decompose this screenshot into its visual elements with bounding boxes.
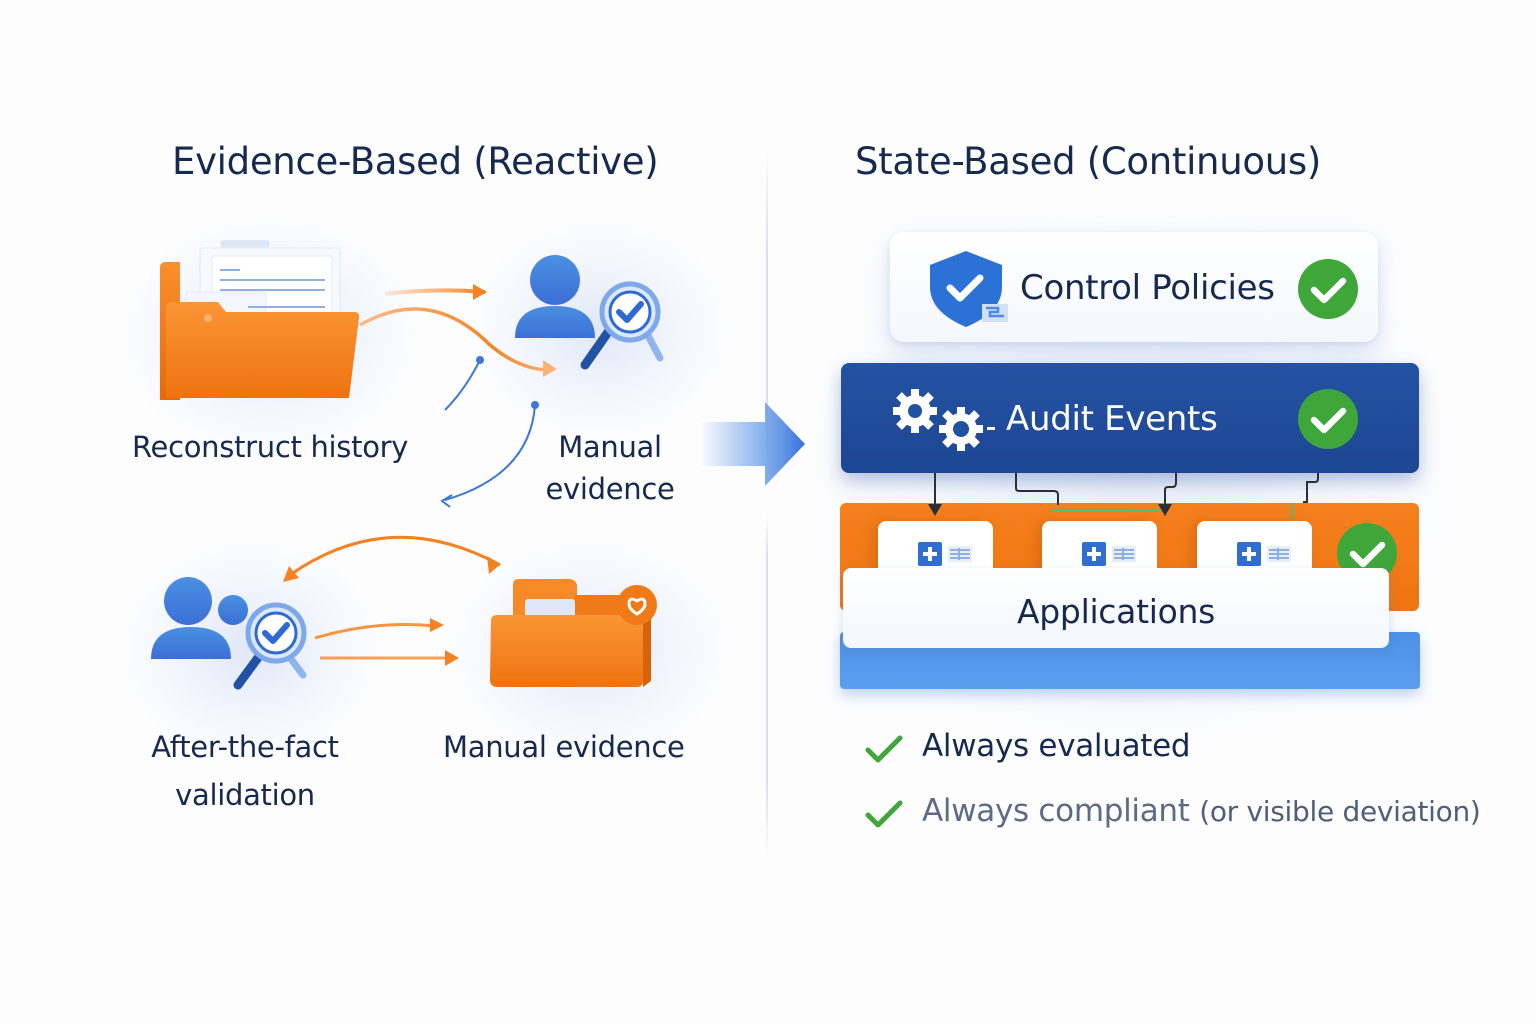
- people-magnifier-check-icon: [151, 577, 307, 690]
- layer-control-policies[interactable]: Control Policies: [890, 232, 1378, 342]
- layer-audit-events[interactable]: Audit Events: [841, 363, 1419, 473]
- glow-bg: [470, 220, 730, 440]
- shield-check-icon: [930, 251, 1008, 327]
- connector-arrows: [928, 473, 1319, 520]
- person-magnifier-check-icon: [515, 255, 664, 370]
- label-manual-evidence-line2: evidence: [545, 472, 675, 506]
- layer-label: Applications: [1017, 592, 1215, 631]
- folder-documents-icon: [160, 240, 360, 400]
- flow-arrows: [359, 284, 557, 377]
- layer-label: Audit Events: [1006, 399, 1218, 439]
- app-window-icon: [918, 542, 972, 566]
- label-after-the-fact-line2: validation: [175, 778, 315, 812]
- bullet-text: Always evaluated: [922, 728, 1191, 764]
- green-check-icon: [1298, 259, 1358, 319]
- bullet-strong: Always compliant: [922, 793, 1190, 829]
- app-window-icon: [1237, 542, 1291, 566]
- folder-heart-badge-icon: [490, 579, 657, 687]
- right-panel-title: State-Based (Continuous): [855, 140, 1321, 183]
- label-reconstruct-history: Reconstruct history: [132, 430, 409, 464]
- green-check-icon: [1298, 389, 1358, 449]
- label-manual-evidence-bottom: Manual evidence: [443, 730, 685, 764]
- layer-applications[interactable]: Applications: [843, 568, 1389, 648]
- panel-divider: [766, 145, 768, 855]
- bullet-qualifier: (or visible deviation): [1199, 795, 1481, 828]
- gears-icon: [893, 389, 995, 451]
- flow-arrows: [440, 356, 539, 508]
- left-panel-title: Evidence-Based (Reactive): [172, 140, 659, 183]
- checkmark-icon: [865, 800, 903, 828]
- right-arrow-icon: [700, 402, 805, 486]
- flow-arrows: [283, 535, 501, 666]
- checkmark-icon: [865, 735, 903, 763]
- layer-label: Control Policies: [1020, 268, 1275, 308]
- bullet-text: Always compliant (or visible deviation): [922, 793, 1481, 829]
- label-after-the-fact-line1: After-the-fact: [151, 730, 339, 764]
- app-window-icon: [1082, 542, 1136, 566]
- label-manual-evidence-line1: Manual: [558, 430, 662, 464]
